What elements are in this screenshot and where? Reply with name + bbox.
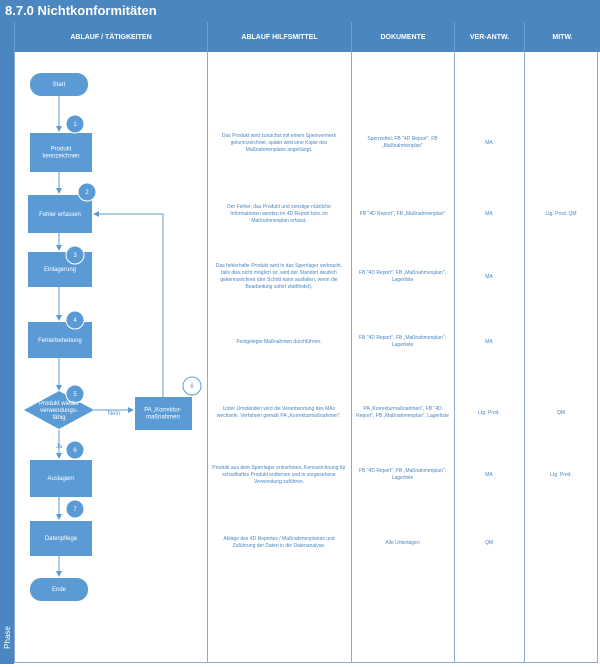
step-6-box (30, 460, 92, 497)
row-1-verantw: MA (485, 139, 493, 146)
row-4-dokumente: FB "4D Report", FB „Maßnahmenplan", Lage… (358, 335, 447, 348)
row-5-dokumente: PA „Korrekturmaßnahmen", FB "4D Report",… (356, 406, 449, 419)
step-3-number-label: 3 (73, 253, 77, 259)
row-2-dokumente: FB "4D Report", FB „Maßnahmenplan" (359, 210, 446, 217)
row-2-mitw: Ltg. Prod. QM (545, 210, 577, 217)
step-4-number (65, 310, 85, 330)
no-label: Nein (108, 411, 120, 417)
step-2-label: Fehler erfassen (39, 212, 81, 218)
row-6-hilfsmittel: Produkt aus dem Sperrlager entnehmen, Ke… (212, 464, 346, 485)
row-5-mitw: QM (556, 409, 566, 416)
lane-dokumente (351, 52, 454, 662)
step-3-label: Einlagerung (44, 267, 76, 273)
step-7-label: Datenpflege (45, 536, 78, 542)
step-3-number (65, 245, 85, 265)
row-3-hilfsmittel: Das fehlerhafte Produkt wird in das Sper… (215, 263, 343, 290)
pa-box (135, 397, 192, 430)
row-6-verantw: MA (485, 471, 493, 478)
yes-label: Ja (56, 444, 63, 450)
header-dokumente: DOKUMENTE (351, 22, 454, 52)
step-6-number-label: 6 (73, 448, 77, 454)
row-6-dokumente: FB "4D Report", FB „Maßnahmenplan", Lage… (358, 468, 447, 481)
side-number-label: 6 (190, 384, 194, 390)
step-5-number-label: 5 (73, 392, 77, 398)
row-6-mitw: Ltg. Prod. (550, 471, 572, 478)
step-2-number (77, 182, 97, 202)
row-7-hilfsmittel: Ablage des 4D Reportes / Maßnahmenplanes… (223, 536, 335, 549)
row-5-hilfsmittel: Unter Umständen wird die Verantwortung d… (216, 406, 342, 419)
row-5-verantw: Ltg. Prod. (478, 409, 500, 416)
step-7-box (30, 521, 92, 556)
step-6-label: Auslagern (47, 476, 74, 482)
row-4-hilfsmittel: Festgelegte Maßnahmen durchführen. (236, 338, 322, 345)
side-number (182, 376, 202, 396)
step-4-number-label: 4 (73, 318, 77, 324)
page-title: 8.7.0 Nichtkonformitäten (0, 0, 600, 22)
bottom-border (14, 662, 598, 663)
row-4-verantw: MA (485, 338, 493, 345)
pa-label: PA „Korrektur-maßnahmen (144, 408, 182, 421)
lane-verantw (454, 52, 524, 662)
step-2-box (28, 195, 92, 233)
header-mitw: MITW. (524, 22, 600, 52)
header-hilfsmittel: ABLAUF HILFSMITTEL (207, 22, 351, 52)
lane-mitw (524, 52, 598, 662)
end-node (30, 578, 88, 601)
row-7-verantw: QM (484, 539, 494, 546)
start-node (30, 73, 88, 96)
step-5-number (65, 384, 85, 404)
lane-hilfsmittel (207, 52, 351, 662)
step-1-box (30, 133, 92, 172)
step-7-number-label: 7 (73, 507, 77, 513)
step-1-number (65, 114, 85, 134)
row-2-verantw: MA (485, 210, 493, 217)
row-1-hilfsmittel: Das Produkt wird zunächst mit einem Sper… (221, 132, 337, 153)
step-2-number-label: 2 (85, 190, 89, 196)
end-label: Ende (52, 587, 67, 593)
lane-ablauf (14, 52, 207, 662)
row-3-verantw: MA (485, 273, 493, 280)
step-4-box (28, 322, 92, 358)
header-verantw: VER-ANTW. (454, 22, 524, 52)
row-1-dokumente: Sperrzettel, FB "4D Report", FB „Maßnahm… (367, 136, 438, 149)
header-ablauf: ABLAUF / TÄTIGKEITEN (14, 22, 207, 52)
row-2-hilfsmittel: Der Fehler, das Produkt und sonstige nüt… (227, 203, 331, 224)
phase-strip: Phase (0, 22, 14, 664)
row-3-dokumente: FB "4D Report", FB „Maßnahmenplan", Lage… (358, 270, 447, 283)
row-7-dokumente: Alle Unterlagen (385, 539, 420, 546)
start-label: Start (53, 82, 66, 88)
step-6-number (65, 440, 85, 460)
step-7-number (65, 499, 85, 519)
step-4-label: Fehlerbehebung (38, 338, 82, 344)
step-1-number-label: 1 (73, 122, 77, 128)
